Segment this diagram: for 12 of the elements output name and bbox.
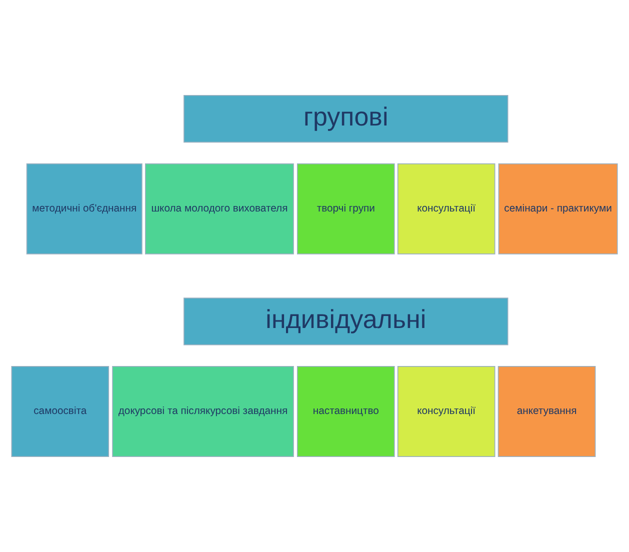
node-box: індивідуальні	[184, 298, 508, 346]
node-box: методичні об'єднання	[26, 163, 142, 254]
node-box: семінари - практикуми	[498, 163, 618, 254]
node-box: самоосвіта	[11, 366, 110, 457]
node-box: школа молодого вихователя	[145, 163, 294, 254]
node-box: творчі групи	[296, 163, 395, 254]
node-box: наставництво	[296, 366, 395, 457]
node-box: анкетування	[498, 366, 596, 457]
node-box: групові	[184, 95, 508, 143]
node-box: докурсові та післякурсові завдання	[112, 366, 294, 457]
node-box: консультації	[397, 366, 496, 457]
node-box: консультації	[397, 163, 496, 254]
